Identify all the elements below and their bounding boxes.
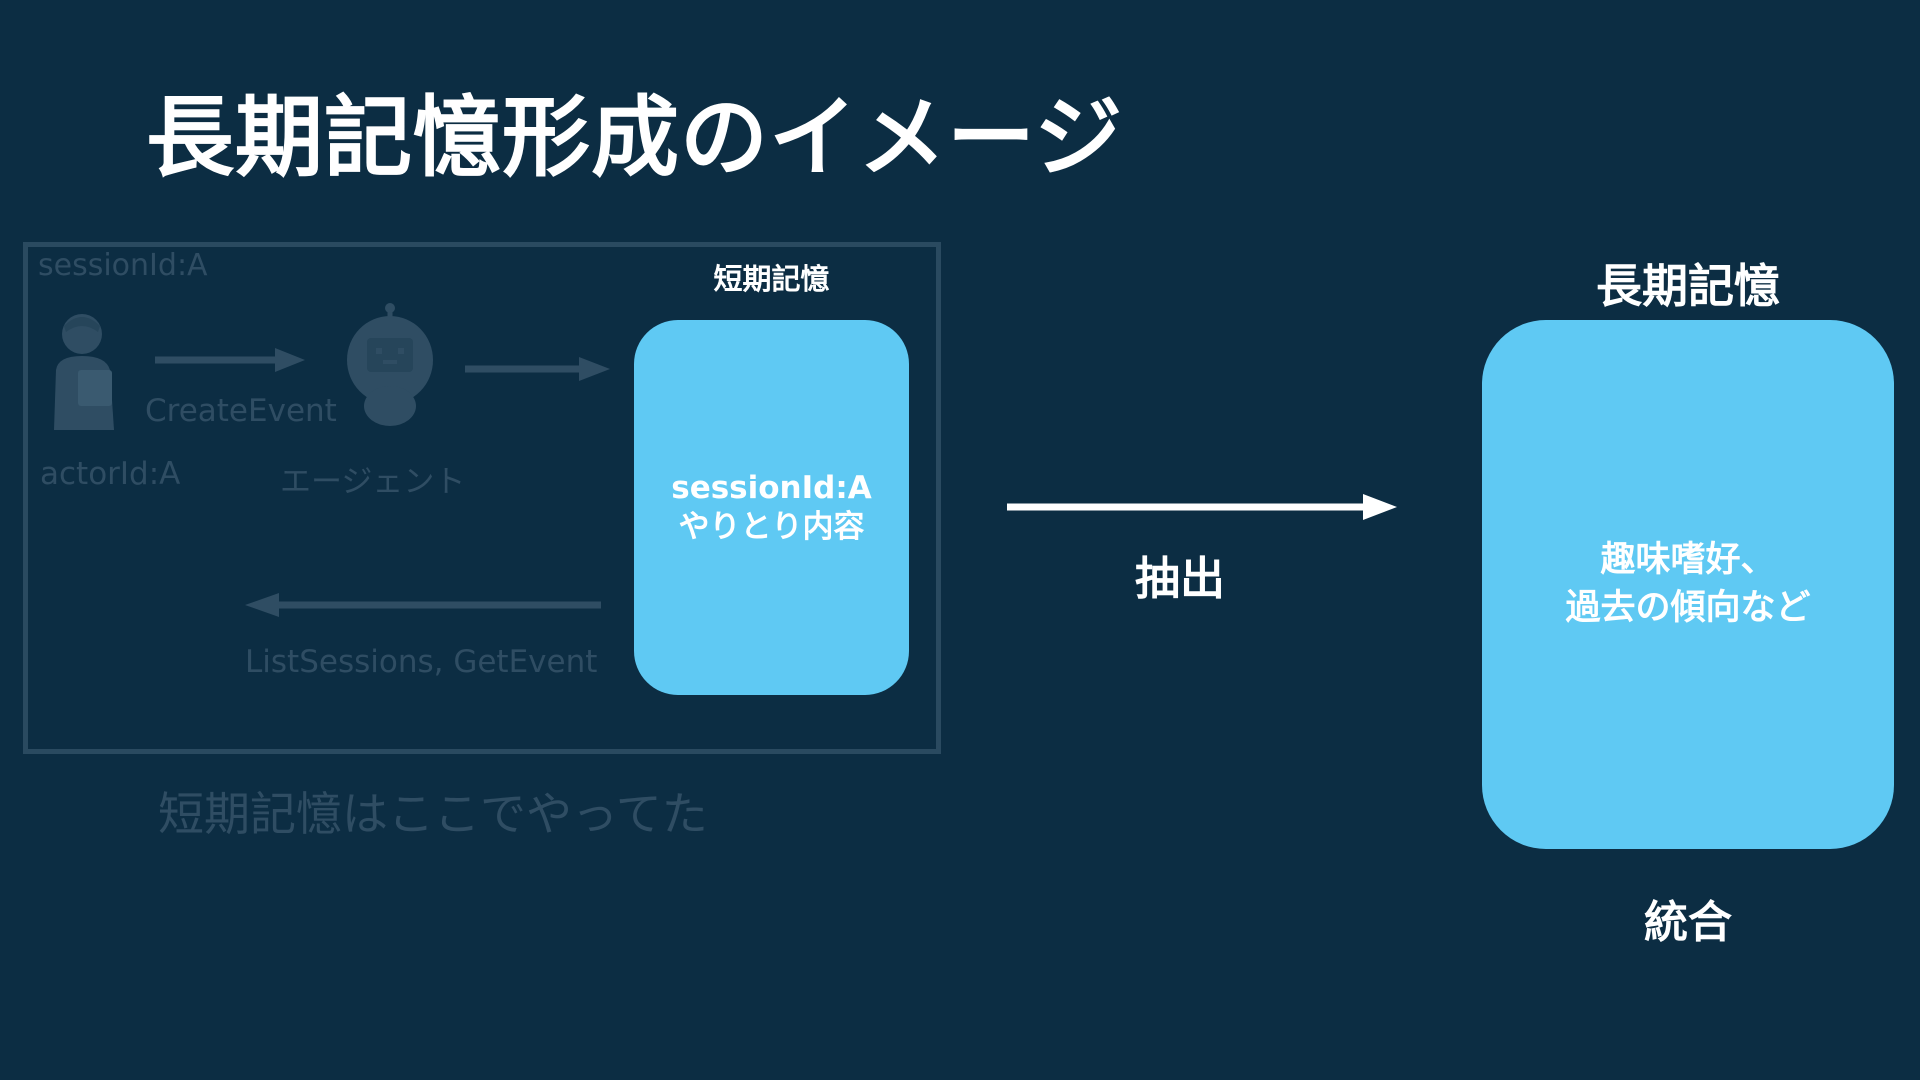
slide-title: 長期記憶形成のイメージ xyxy=(146,86,1124,189)
short-term-box-line2: やりとり内容 xyxy=(678,508,865,545)
short-term-box-line1: sessionId:A xyxy=(671,469,872,506)
agent-label: エージェント xyxy=(280,464,466,500)
long-term-footer: 統合 xyxy=(1644,897,1732,948)
long-term-box-line1: 趣味嗜好、 xyxy=(1600,540,1776,581)
short-term-box: sessionId:A やりとり内容 xyxy=(634,320,909,695)
short-term-header: 短期記憶 xyxy=(713,262,830,296)
person-icon xyxy=(54,314,114,430)
short-term-caption: 短期記憶はここでやってた xyxy=(158,787,708,841)
long-term-header: 長期記憶 xyxy=(1596,259,1780,313)
session-label: sessionId:A xyxy=(38,248,208,283)
session-frame xyxy=(23,242,941,754)
create-event-label: CreateEvent xyxy=(145,393,337,429)
long-term-box-line2: 過去の傾向など xyxy=(1565,587,1811,628)
robot-icon xyxy=(347,303,433,426)
arrow-icon xyxy=(465,357,610,381)
arrow-icon xyxy=(155,348,305,372)
extract-label: 抽出 xyxy=(1135,552,1226,605)
list-sessions-label: ListSessions, GetEvent xyxy=(245,644,598,680)
extract-arrow-icon xyxy=(1007,494,1397,520)
return-arrow-icon xyxy=(245,593,601,617)
actor-label: actorId:A xyxy=(40,456,181,492)
long-term-box: 趣味嗜好、 過去の傾向など xyxy=(1482,320,1894,849)
